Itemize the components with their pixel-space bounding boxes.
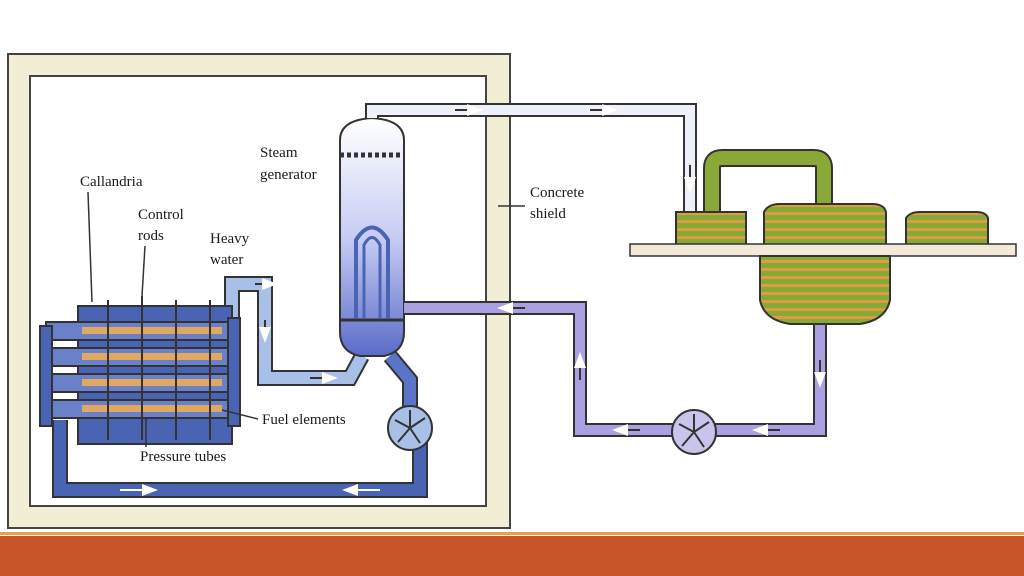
label-steam-generator-line2: generator: [260, 167, 317, 183]
control-rods-leader: [141, 245, 146, 297]
label-fuel-elements: Fuel elements: [262, 412, 346, 428]
steam-generator: [339, 116, 405, 357]
label-heavy-water-line1: Heavy: [210, 231, 250, 247]
primary-loop: [52, 276, 428, 498]
label-callandria: Callandria: [80, 174, 143, 190]
label-concrete-shield-line2: shield: [530, 206, 566, 222]
label-pressure-tubes: Pressure tubes: [140, 449, 226, 465]
secondary-loop: [365, 103, 827, 437]
end-fittings: [39, 317, 241, 427]
concrete-shield: [7, 53, 511, 529]
control-rods: [107, 296, 211, 440]
label-control-rods-line2: rods: [138, 228, 164, 244]
turbine-generator: [629, 149, 1017, 325]
secondary-pump: [671, 409, 717, 455]
label-heavy-water-line2: water: [210, 252, 243, 268]
fuel-elements-leader: [221, 409, 259, 420]
candu-reactor-diagram: Callandria Control rods Heavy water Stea…: [7, 53, 1017, 529]
calandria: [39, 296, 241, 445]
footer-accent-line: [0, 532, 1024, 535]
label-concrete-shield-line1: Concrete: [530, 185, 584, 201]
fuel-elements: [82, 327, 222, 412]
footer-bar: [0, 536, 1024, 576]
callandria-leader: [87, 191, 93, 303]
primary-pump: [387, 405, 433, 451]
labels: Callandria Control rods Heavy water Stea…: [80, 145, 584, 465]
label-control-rods-line1: Control: [138, 207, 184, 223]
label-steam-generator-line1: Steam: [260, 145, 298, 161]
